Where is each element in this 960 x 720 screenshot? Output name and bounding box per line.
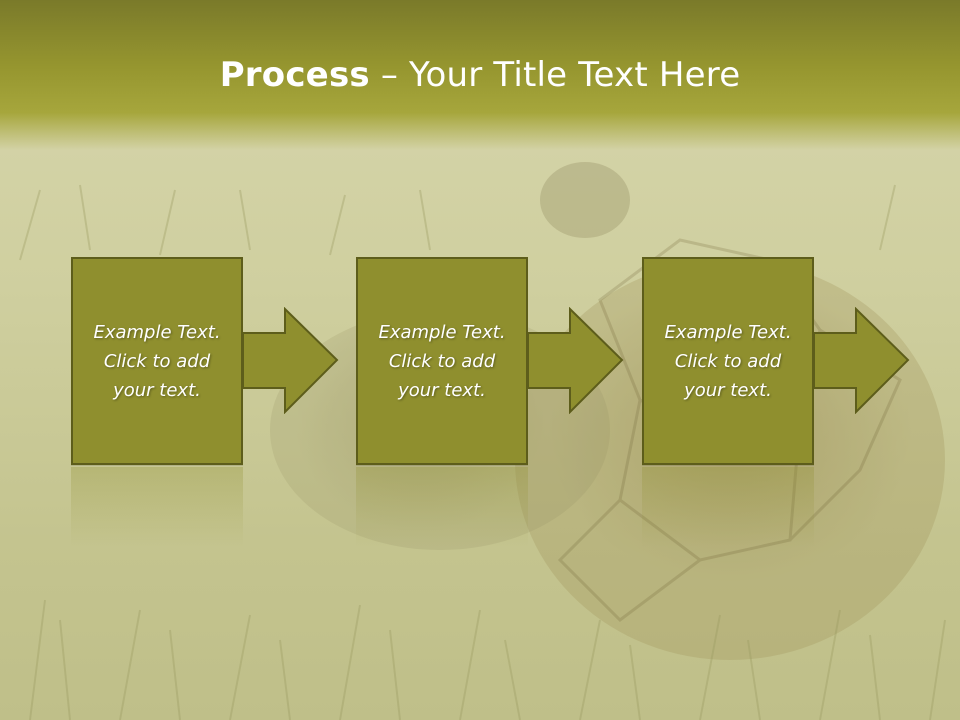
title-bold: Process: [219, 55, 370, 95]
right-arrow-icon: [814, 307, 910, 414]
title-band: [0, 0, 960, 150]
step-2-reflection: [356, 467, 528, 547]
title-rest: – Your Title Text Here: [369, 55, 741, 95]
right-arrow-icon: [528, 307, 624, 414]
slide-title[interactable]: Process – Your Title Text Here: [0, 50, 960, 100]
right-arrow-icon: [243, 307, 339, 414]
step-1-text: Example Text. Click to add your text.: [93, 321, 221, 401]
process-step-3[interactable]: Example Text. Click to add your text.: [642, 257, 814, 465]
process-step-2[interactable]: Example Text. Click to add your text.: [356, 257, 528, 465]
step-1-reflection: [71, 467, 243, 547]
step-2-text: Example Text. Click to add your text.: [378, 321, 506, 401]
step-3-reflection: [642, 467, 814, 547]
step-3-text: Example Text. Click to add your text.: [664, 321, 792, 401]
process-step-1[interactable]: Example Text. Click to add your text.: [71, 257, 243, 465]
